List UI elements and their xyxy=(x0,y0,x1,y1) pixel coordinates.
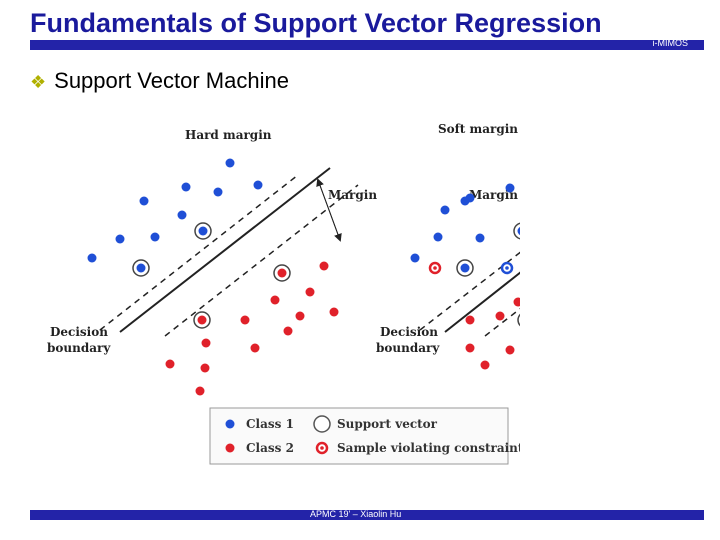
support-vector-point xyxy=(198,226,208,236)
class1-point xyxy=(87,253,97,263)
lower-margin-line xyxy=(164,184,359,337)
support-vector-point xyxy=(517,226,520,236)
legend-support-vector-swatch xyxy=(313,415,331,433)
footer-bar xyxy=(30,510,704,520)
legend-support-vector-label: Support vector xyxy=(337,417,438,431)
legend-violating-label: Sample violating constraint xyxy=(337,441,520,455)
class2-point xyxy=(480,360,490,370)
class1-point xyxy=(253,180,263,190)
legend-class2-label: Class 2 xyxy=(246,441,294,455)
class1-point xyxy=(440,205,450,215)
class2-point xyxy=(465,315,475,325)
soft-violating-samples xyxy=(428,261,514,275)
class1-point xyxy=(150,232,160,242)
class2-point xyxy=(465,343,475,353)
class1-point xyxy=(225,158,235,168)
title-bar xyxy=(30,40,704,50)
margin-arrow-reverse xyxy=(316,178,341,241)
hard-boundary-label-2: boundary xyxy=(47,341,111,355)
decision-boundary-line xyxy=(119,167,331,333)
violating-sample-dot xyxy=(505,266,509,270)
soft-support-vectors xyxy=(456,222,520,327)
legend-class1-swatch xyxy=(225,419,235,429)
class2-point xyxy=(201,338,211,348)
support-vector-point xyxy=(197,315,207,325)
bullet-text: Support Vector Machine xyxy=(54,68,289,93)
support-vector-ring xyxy=(517,313,520,327)
legend-class1-label: Class 1 xyxy=(246,417,294,431)
class2-point xyxy=(513,297,520,307)
class1-point xyxy=(460,196,470,206)
hard-margin-label: Margin xyxy=(328,188,377,202)
class2-point xyxy=(305,287,315,297)
class2-point xyxy=(200,363,210,373)
hard-class2-points xyxy=(165,261,339,396)
support-vector-point xyxy=(277,268,287,278)
soft-class1-points xyxy=(410,183,515,263)
soft-boundary-label-1: Decision xyxy=(380,325,438,339)
bullet-item: ❖ Support Vector Machine xyxy=(30,68,289,94)
legend-violating-swatch-dot xyxy=(320,446,324,450)
class1-point xyxy=(139,196,149,206)
support-vector-point xyxy=(136,263,146,273)
class1-point xyxy=(181,182,191,192)
class1-point xyxy=(177,210,187,220)
hard-boundary-label-1: Decision xyxy=(50,325,108,339)
hard-margin-panel: Hard margin Margin Decision boundary xyxy=(47,128,377,396)
soft-decision-boundary-line xyxy=(444,271,520,333)
class2-point xyxy=(319,261,329,271)
footer-text: APMC 19' – Xiaolin Hu xyxy=(310,509,402,519)
class2-point xyxy=(195,386,205,396)
class2-point xyxy=(505,345,515,355)
soft-margin-label: Margin xyxy=(469,188,518,202)
class2-point xyxy=(295,311,305,321)
org-label: i-MIMOS xyxy=(652,38,689,48)
class2-point xyxy=(329,307,339,317)
page-title: Fundamentals of Support Vector Regressio… xyxy=(30,8,602,38)
svm-diagram: Hard margin Margin Decision boundary xyxy=(47,122,520,465)
support-vector-ring xyxy=(513,222,520,240)
class2-point xyxy=(250,343,260,353)
class1-point xyxy=(475,233,485,243)
support-vector-point xyxy=(460,263,470,273)
class2-point xyxy=(270,295,280,305)
class1-point xyxy=(433,232,443,242)
hard-support-vectors xyxy=(132,222,291,329)
violating-sample-dot xyxy=(433,266,437,270)
legend-box xyxy=(209,407,509,465)
legend-class2-swatch xyxy=(225,443,235,453)
class1-point xyxy=(213,187,223,197)
soft-margin-panel: Soft margin Margin Decision boundary xyxy=(376,122,520,370)
class1-point xyxy=(115,234,125,244)
class2-point xyxy=(165,359,175,369)
class2-point xyxy=(240,315,250,325)
upper-margin-line xyxy=(99,174,299,331)
soft-boundary-label-2: boundary xyxy=(376,341,440,355)
class1-point xyxy=(410,253,420,263)
soft-margin-title: Soft margin xyxy=(438,122,518,136)
diamond-bullet-icon: ❖ xyxy=(30,72,47,92)
class2-point xyxy=(283,326,293,336)
class1-point xyxy=(505,183,515,193)
hard-class1-points xyxy=(87,158,263,263)
class2-point xyxy=(495,311,505,321)
soft-class2-points xyxy=(465,297,520,370)
hard-margin-title: Hard margin xyxy=(185,128,272,142)
legend: Class 1 Class 2 Support vector Sample vi… xyxy=(209,407,520,465)
